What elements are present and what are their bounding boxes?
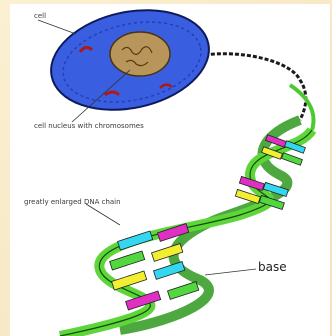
base-pair (118, 231, 153, 250)
leader-line-base (205, 269, 256, 275)
label-dna-chain: greatly enlarged DNA chain (24, 198, 121, 206)
base-pair (167, 282, 198, 300)
label-nucleus: cell nucleus with chromosomes (34, 122, 144, 130)
label-base: base (258, 260, 287, 274)
leader-line-cell (38, 20, 76, 34)
nucleus (110, 32, 170, 76)
label-cell: cell (34, 12, 46, 20)
cell (42, 0, 218, 124)
leader-line-dna (86, 204, 120, 225)
dna-helix (60, 120, 312, 336)
base-pair (282, 153, 303, 165)
base-pair (153, 262, 184, 280)
